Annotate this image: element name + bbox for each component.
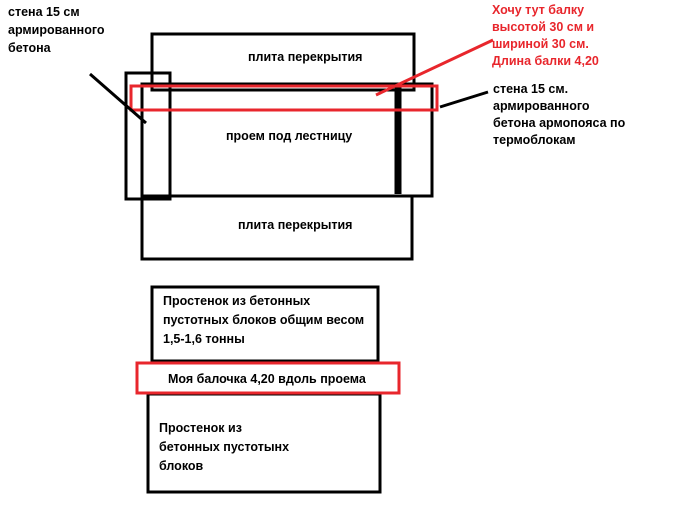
- left-wall-note: стена 15 см армированного бетона: [8, 5, 108, 55]
- lower-slab-label: плита перекрытия: [238, 218, 352, 232]
- lower-wall-label-line: бетонных пустотынх: [159, 440, 289, 454]
- upper-slab-label: плита перекрытия: [248, 50, 362, 64]
- opening-label: проем под лестницу: [226, 129, 352, 143]
- left-wall-pointer: [89, 72, 147, 125]
- bottom-diagram: Простенок из бетонных пустотных блоков о…: [135, 285, 401, 494]
- lower-slab-box: [140, 194, 414, 261]
- top-diagram: плита перекрытия проем под лестницу плит…: [8, 3, 629, 261]
- left-wall-note-line: армированного: [8, 23, 105, 37]
- lower-wall-label: Простенок из бетонных пустотынх блоков: [159, 421, 293, 473]
- upper-wall-label-line: Простенок из бетонных: [163, 294, 310, 308]
- beam-wish-note-line: шириной 30 см.: [492, 37, 589, 51]
- beam-wish-note-line: высотой 30 см и: [492, 20, 594, 34]
- right-wall-note-line: бетона армопояса по: [493, 116, 626, 130]
- left-wall-box: [124, 71, 172, 201]
- beam-pointer: [375, 38, 494, 97]
- left-wall-note-line: бетона: [8, 41, 52, 55]
- upper-wall-label-line: пустотных блоков общим весом: [163, 313, 364, 327]
- beam-wish-note-line: Длина балки 4,20: [492, 54, 599, 68]
- lower-wall-label-line: блоков: [159, 459, 204, 473]
- upper-slab-box: [150, 32, 416, 92]
- beam-wish-note-line: Хочу тут балку: [492, 3, 584, 17]
- upper-wall-box: [150, 285, 380, 363]
- upper-wall-label: Простенок из бетонных пустотных блоков о…: [163, 294, 368, 346]
- lower-wall-label-line: Простенок из: [159, 421, 242, 435]
- right-wall-note-line: термоблокам: [493, 133, 576, 147]
- right-wall-note-line: стена 15 см.: [493, 82, 568, 96]
- right-wall-note-line: армированного: [493, 99, 590, 113]
- right-wall-note: стена 15 см. армированного бетона армопо…: [493, 82, 629, 147]
- upper-wall-label-line: 1,5-1,6 тонны: [163, 332, 245, 346]
- bottom-beam-box: [135, 361, 401, 395]
- right-wall-pointer: [439, 90, 489, 109]
- bottom-beam-label: Моя балочка 4,20 вдоль проема: [168, 372, 367, 386]
- beam-wish-note: Хочу тут балку высотой 30 см и шириной 3…: [492, 3, 599, 68]
- beam-box: [129, 84, 439, 112]
- left-wall-note-line: стена 15 см: [8, 5, 80, 19]
